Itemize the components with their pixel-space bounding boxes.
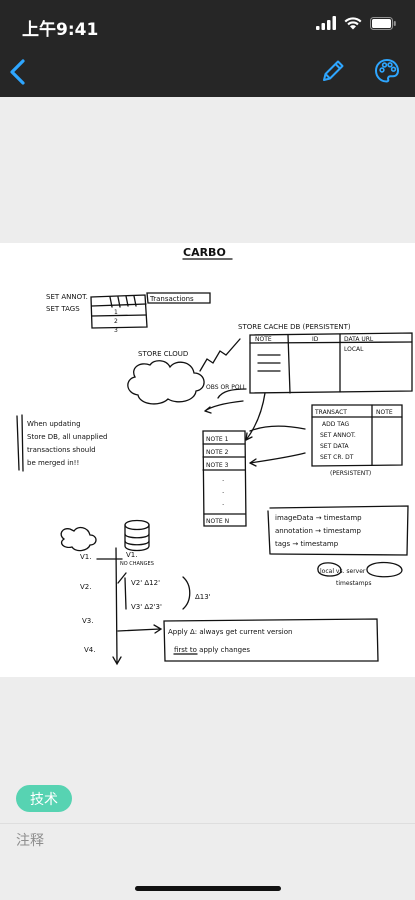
sketch-note-col: NOTE xyxy=(376,409,393,416)
sketch-drawing: CARBO SET ANNOT. SET TAGS 1 2 3 Transact… xyxy=(16,246,413,666)
sketch-v1b: V1. xyxy=(126,551,137,559)
sketch-note-1: NOTE 1 xyxy=(206,436,229,443)
sketch-v1: V1. xyxy=(80,553,91,561)
sketch-when-4: be merged in!! xyxy=(27,459,79,467)
sketch-persistent: (PERSISTENT) xyxy=(330,470,371,477)
sketch-store-cache: STORE CACHE DB (PERSISTENT) xyxy=(238,323,351,331)
sketch-set-annot: SET ANNOT. xyxy=(46,293,88,301)
sketch-local-vs-server: local vs. server xyxy=(320,568,366,575)
sketch-transact: TRANSACT xyxy=(314,409,347,416)
svg-text:3: 3 xyxy=(114,327,118,334)
wifi-icon xyxy=(344,17,362,30)
sketch-set-annot2: SET ANNOT. xyxy=(320,432,356,439)
sketch-title: CARBO xyxy=(183,246,226,259)
sketch-apply-2: first to apply changes xyxy=(174,646,250,654)
status-icons xyxy=(316,16,397,30)
sketch-note-n: NOTE N xyxy=(206,518,229,525)
sketch-no-changes: NO CHANGES xyxy=(120,561,154,567)
sketch-col-local: LOCAL xyxy=(344,346,364,353)
sketch-timestamps: timestamps xyxy=(336,580,372,587)
sketch-when-3: transactions should xyxy=(27,446,96,454)
sketch-set-cr-dt: SET CR. DT xyxy=(320,454,354,461)
sketch-col-id: ID xyxy=(312,336,319,343)
edit-button[interactable] xyxy=(320,58,346,84)
sketch-v3: V3. xyxy=(82,617,93,625)
palette-button[interactable] xyxy=(374,58,400,84)
divider xyxy=(0,823,415,824)
sketch-annotation: annotation → timestamp xyxy=(275,527,362,535)
sketch-v3p: V3' Δ2'3' xyxy=(131,603,162,611)
note-input[interactable]: 注释 xyxy=(16,833,44,849)
top-bar: 上午9:41 xyxy=(0,0,415,97)
svg-text:.: . xyxy=(222,475,224,483)
sketch-when-2: Store DB, all unapplied xyxy=(27,433,107,441)
sketch-delta13: Δ13' xyxy=(195,593,211,601)
sketch-set-data: SET DATA xyxy=(320,443,350,450)
svg-text:.: . xyxy=(222,487,224,495)
sketch-col-data-url: DATA URL xyxy=(344,336,374,343)
sketch-note-3: NOTE 3 xyxy=(206,462,229,469)
sketch-tags: tags → timestamp xyxy=(275,540,339,548)
back-button[interactable] xyxy=(6,56,30,88)
sketch-v2: V2. xyxy=(80,583,91,591)
sketch-col-note: NOTE xyxy=(255,336,272,343)
palette-icon xyxy=(374,58,400,83)
sketch-when-1: When updating xyxy=(27,420,81,428)
sketch-apply-1: Apply Δ: always get current version xyxy=(168,628,292,636)
svg-text:1: 1 xyxy=(114,309,118,316)
sketch-v4: V4. xyxy=(84,646,95,654)
sketch-add-tag: ADD TAG xyxy=(322,421,349,428)
pencil-icon xyxy=(323,60,344,81)
tag-chip[interactable]: 技术 xyxy=(16,785,72,812)
svg-text:.: . xyxy=(222,499,224,507)
sketch-transactions: Transactions xyxy=(149,295,194,303)
chevron-left-icon xyxy=(10,59,25,85)
sketch-set-tags: SET TAGS xyxy=(46,305,80,313)
home-indicator xyxy=(135,886,281,891)
battery-icon xyxy=(370,16,396,30)
sketch-store-cloud: STORE CLOUD xyxy=(138,350,188,358)
sketch-note-2: NOTE 2 xyxy=(206,449,229,456)
status-time: 上午9:41 xyxy=(22,20,99,40)
sketch-image[interactable]: CARBO SET ANNOT. SET TAGS 1 2 3 Transact… xyxy=(0,243,415,677)
sketch-obs-or-poll: OBS OR POLL xyxy=(206,384,247,391)
sketch-v2p: V2' Δ12' xyxy=(131,579,160,587)
signal-icon xyxy=(316,16,336,30)
svg-text:2: 2 xyxy=(114,318,118,325)
sketch-imagedata: imageData → timestamp xyxy=(275,514,362,522)
